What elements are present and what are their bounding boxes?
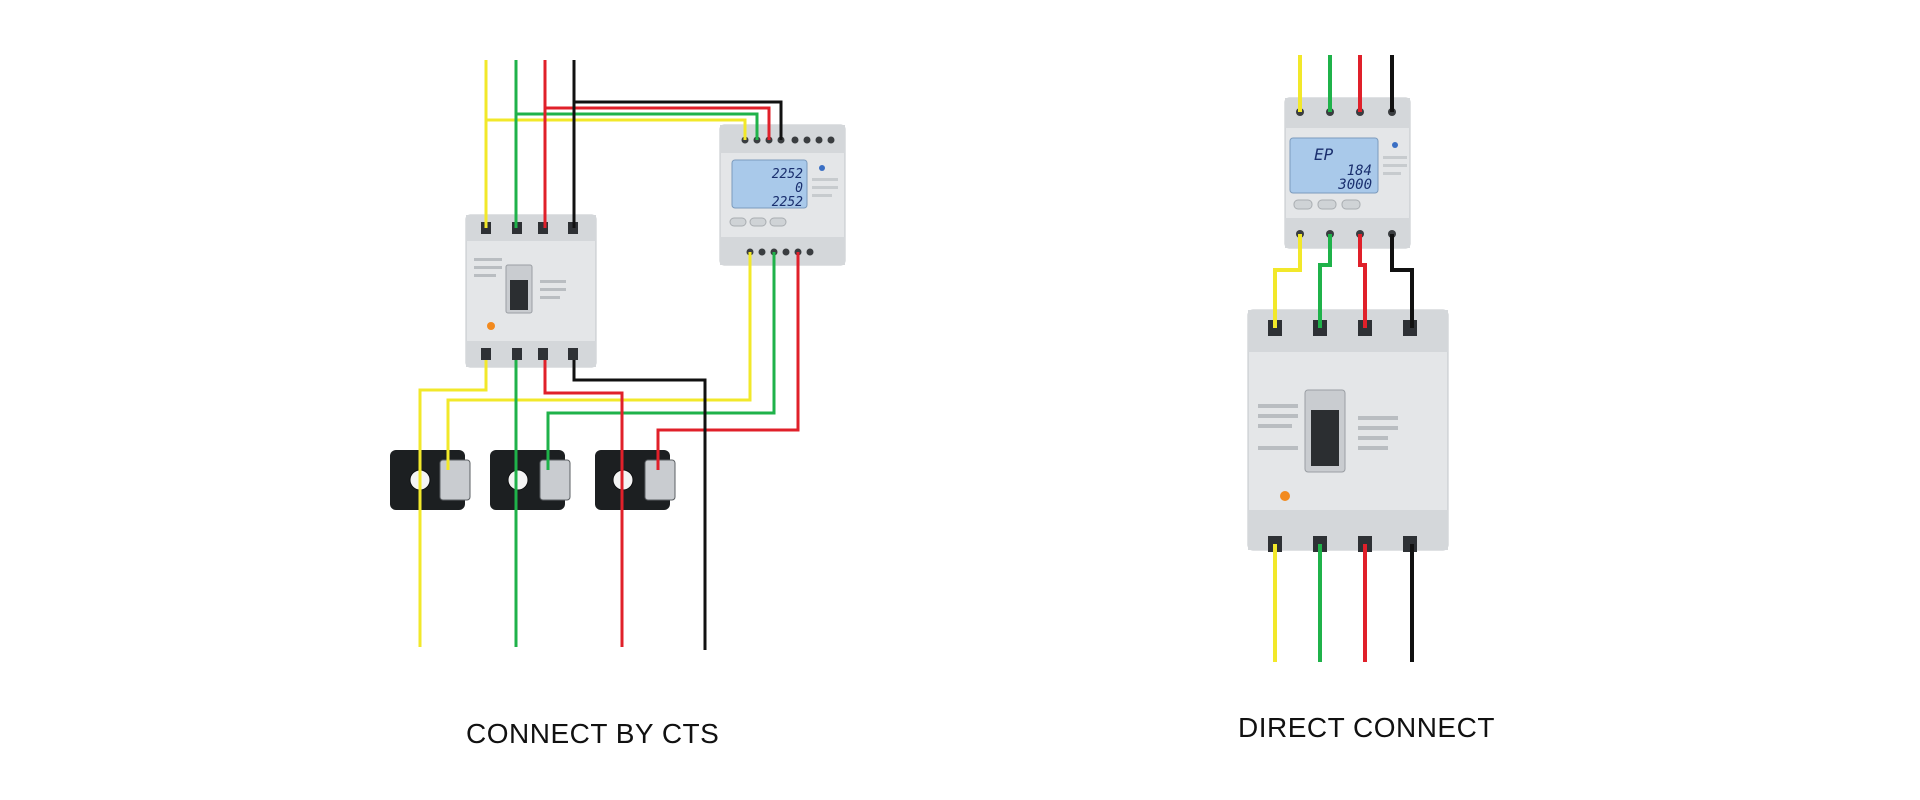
circuit-breaker-direct xyxy=(1247,309,1449,552)
yellow-phase-wires-direct xyxy=(1273,55,1302,662)
lcd-line-1: EP xyxy=(1314,145,1334,164)
meter-lcd-screen xyxy=(1289,137,1379,194)
meter-lcd-screen xyxy=(731,159,808,209)
energy-meter-direct: EP 184 3000 xyxy=(1284,97,1411,249)
red-phase-wires-direct xyxy=(1358,55,1367,662)
lcd-line-2: 184 xyxy=(1347,163,1372,179)
green-phase-wires-direct xyxy=(1318,55,1332,662)
caption-direct-connect: DIRECT CONNECT xyxy=(1238,712,1495,743)
caption-connect-by-cts: CONNECT BY CTS xyxy=(466,718,720,749)
green-phase-wires xyxy=(514,60,776,647)
yellow-phase-wires xyxy=(418,60,752,647)
energy-meter-ct: 2252 0 2252 xyxy=(719,124,846,266)
direct-wiring-diagram: EP 184 3000 xyxy=(1247,55,1449,662)
black-neutral-wires-direct xyxy=(1390,55,1414,662)
current-transformer-2 xyxy=(490,450,571,510)
lcd-line-2: 0 xyxy=(795,181,803,196)
lcd-line-3: 3000 xyxy=(1337,177,1372,193)
current-transformer-1 xyxy=(390,450,471,510)
lcd-line-3: 2252 xyxy=(772,195,803,210)
circuit-breaker-ct xyxy=(465,214,597,368)
red-phase-wires xyxy=(543,60,800,647)
ct-wiring-diagram: 2252 0 2252 xyxy=(390,60,846,650)
lcd-line-1: 2252 xyxy=(772,167,803,182)
black-neutral-wires xyxy=(572,60,783,650)
current-transformer-3 xyxy=(595,450,676,510)
